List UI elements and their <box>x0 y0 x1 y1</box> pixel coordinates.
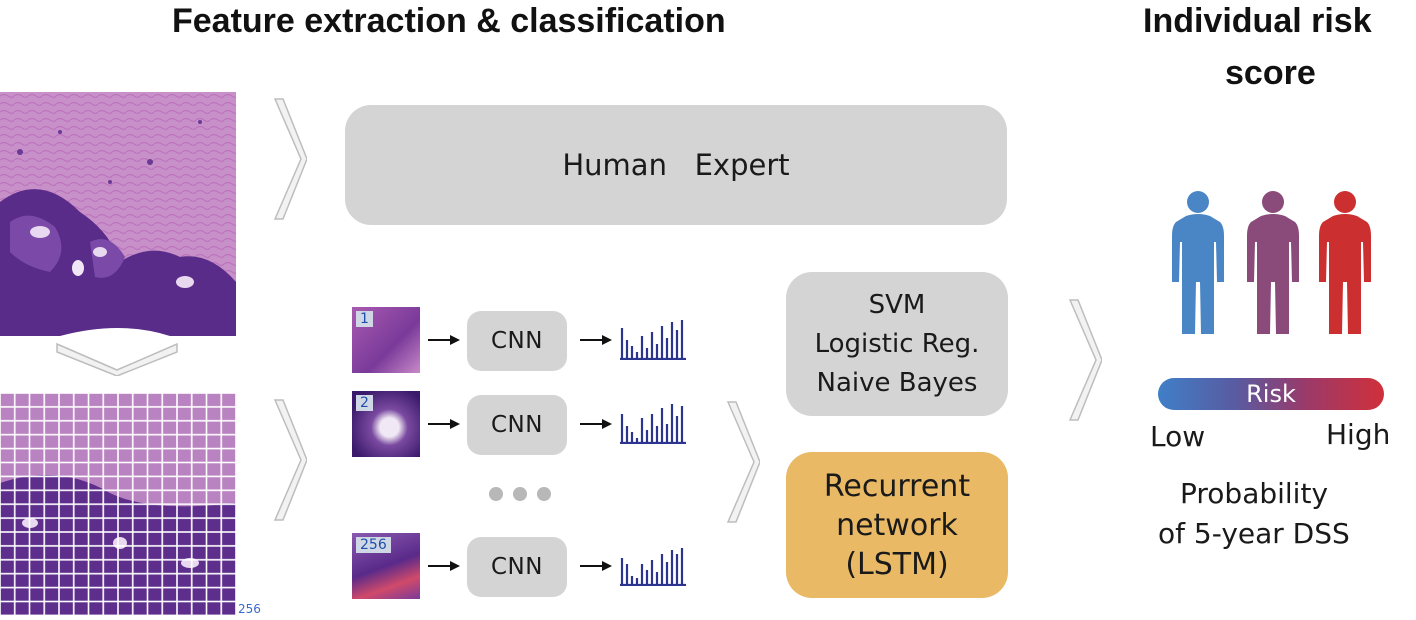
feature-extraction-heading: Feature extraction & classification <box>172 2 726 40</box>
arrow-right-icon <box>428 419 460 429</box>
probability-line2: of 5-year DSS <box>1158 517 1350 550</box>
feature-vector-icon <box>620 548 686 586</box>
ellipsis-icon <box>489 487 551 501</box>
lstm-line: network <box>836 507 958 543</box>
person-medium-risk-icon <box>1247 191 1299 334</box>
method-logistic-regression: Logistic Reg. <box>814 328 980 359</box>
grid-corner-label: 256 <box>238 602 261 616</box>
arrow-right-icon <box>580 419 612 429</box>
tile-image: 2 <box>352 391 420 457</box>
lstm-line: (LSTM) <box>845 546 949 582</box>
arrow-right-icon <box>580 561 612 571</box>
arrow-right-icon <box>580 335 612 345</box>
tile-number: 256 <box>356 537 391 553</box>
chevron-right-icon <box>273 399 307 521</box>
risk-heading-line2: score <box>1225 54 1316 92</box>
tile-image: 1 <box>352 307 420 373</box>
chevron-down-icon <box>56 342 178 376</box>
probability-line1: Probability <box>1180 477 1329 510</box>
tiled-slide-image <box>0 393 236 615</box>
human-expert-box: Human Expert <box>345 105 1007 225</box>
tissue-slide-image <box>0 92 236 336</box>
feature-vector-icon <box>620 404 686 444</box>
method-svm: SVM <box>868 289 926 320</box>
tile-number: 2 <box>356 395 373 411</box>
feature-vector-icon <box>620 320 686 360</box>
tile-number: 1 <box>356 311 373 327</box>
cnn-box: CNN <box>467 537 567 597</box>
person-low-risk-icon <box>1172 191 1224 334</box>
risk-bar-label: Risk <box>1246 380 1296 408</box>
lstm-box: Recurrent network (LSTM) <box>786 452 1008 598</box>
arrow-right-icon <box>428 335 460 345</box>
chevron-right-icon <box>726 401 760 523</box>
method-naive-bayes: Naive Bayes <box>816 367 978 398</box>
risk-heading-line1: Individual risk <box>1143 2 1372 40</box>
risk-low-label: Low <box>1150 420 1206 453</box>
classic-methods-box: SVM Logistic Reg. Naive Bayes <box>786 272 1008 416</box>
cnn-box: CNN <box>467 395 567 455</box>
cnn-box: CNN <box>467 311 567 371</box>
chevron-right-icon <box>273 98 307 220</box>
risk-high-label: High <box>1326 418 1391 451</box>
chevron-right-icon <box>1068 299 1102 421</box>
arrow-right-icon <box>428 561 460 571</box>
tile-image: 256 <box>352 533 420 599</box>
risk-gradient-bar: Risk <box>1158 378 1384 410</box>
person-high-risk-icon <box>1319 191 1371 334</box>
lstm-line: Recurrent <box>823 468 971 504</box>
